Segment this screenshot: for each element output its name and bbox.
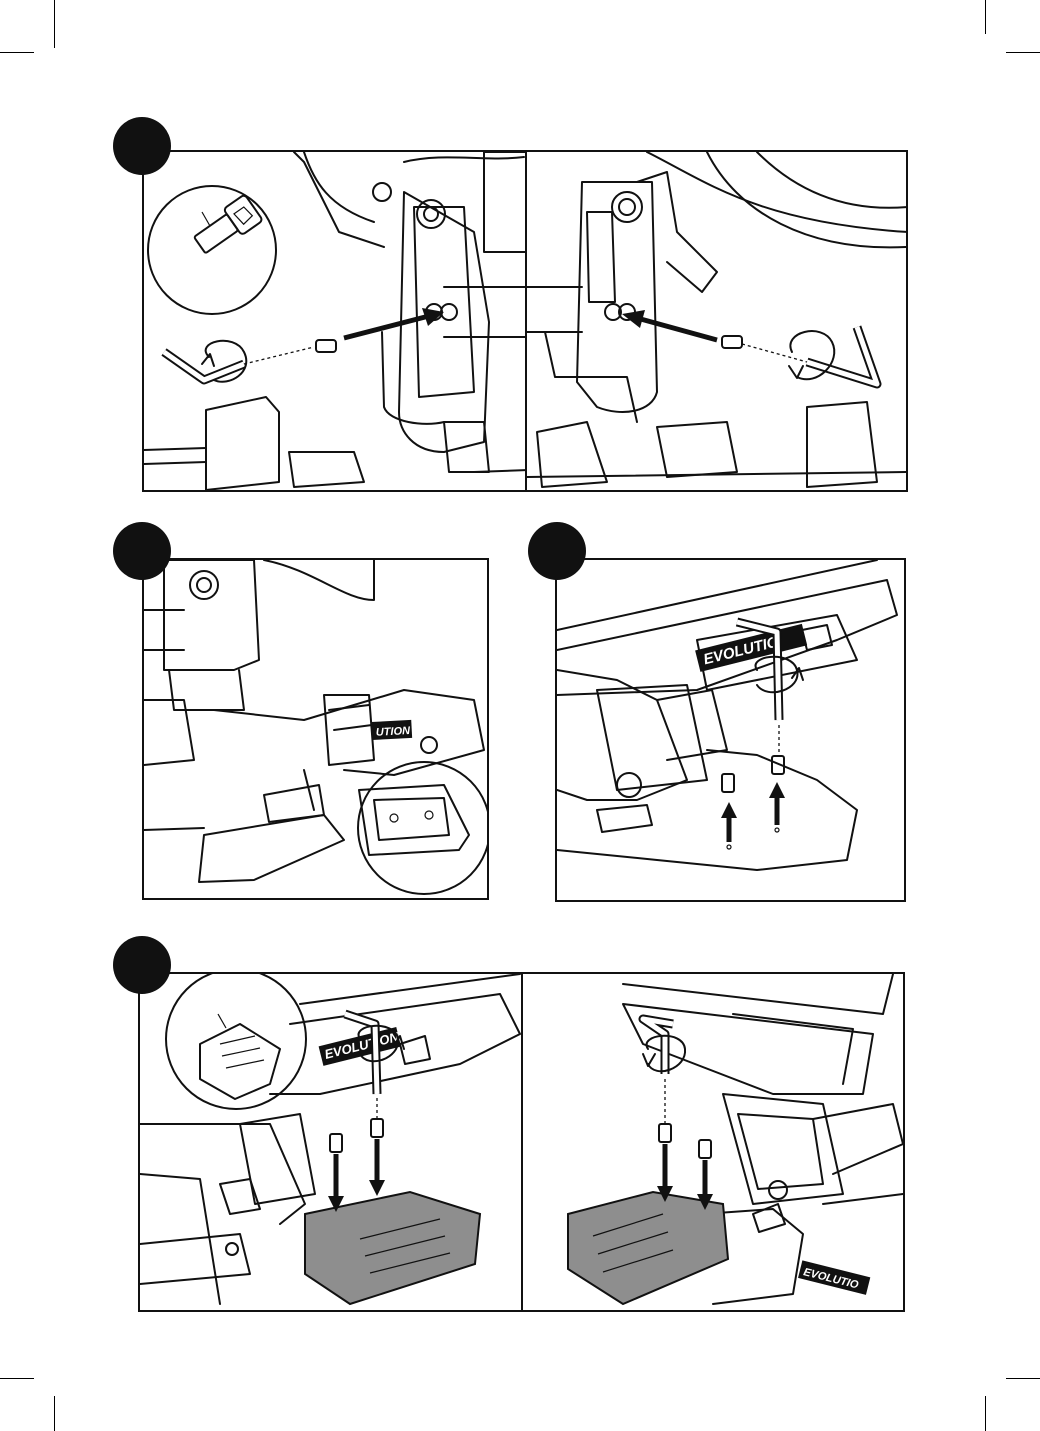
step-3-marker <box>528 522 586 580</box>
step-2-marker <box>113 522 171 580</box>
panel-1b <box>525 150 908 492</box>
crop-mark-top-left-h <box>0 52 34 53</box>
hex-socket-screw-icon <box>191 194 263 258</box>
magnifier-callout-icon <box>166 974 306 1109</box>
crop-mark-top-right-h <box>1006 52 1040 53</box>
hex-socket-screw-icon <box>722 774 734 792</box>
crop-mark-top-right-v <box>985 0 986 34</box>
brand-logo-text: EVOLUTIO <box>702 633 781 668</box>
crop-mark-bottom-left-h <box>0 1378 34 1379</box>
hex-socket-screw-icon <box>659 1124 671 1142</box>
step-4-marker <box>113 936 171 994</box>
hex-key-icon <box>807 327 877 384</box>
hex-socket-screw-icon <box>722 336 742 348</box>
panel-3: EVOLUTIO <box>555 558 906 902</box>
hex-key-icon <box>164 352 244 380</box>
crop-mark-bottom-right-v <box>985 1396 986 1431</box>
crop-mark-top-left-v <box>54 0 55 48</box>
crop-mark-bottom-left-v <box>54 1396 55 1431</box>
hex-socket-screw-icon <box>699 1140 711 1158</box>
hex-socket-screw-icon <box>330 1134 342 1152</box>
panel-4a: EVOLUTION <box>138 972 523 1312</box>
brand-logo: EVOLUTION <box>319 1027 402 1066</box>
hex-socket-screw-icon <box>371 1119 383 1137</box>
insertion-arrow-icon <box>637 318 717 340</box>
support-pad-icon <box>200 1024 280 1099</box>
brand-logo-text: UTION <box>376 725 412 739</box>
brand-logo: EVOLUTIO <box>798 1260 870 1294</box>
crop-mark-bottom-right-h <box>1006 1378 1040 1379</box>
panel-2: UTION <box>142 558 489 900</box>
brand-logo: UTION <box>371 720 412 740</box>
hex-socket-screw-icon <box>316 340 336 352</box>
panel-4b: EVOLUTIO <box>521 972 905 1312</box>
panel-1a <box>142 150 527 492</box>
step-1-marker <box>113 117 171 175</box>
support-pad-icon <box>568 1192 728 1304</box>
support-pad-icon <box>305 1192 480 1304</box>
